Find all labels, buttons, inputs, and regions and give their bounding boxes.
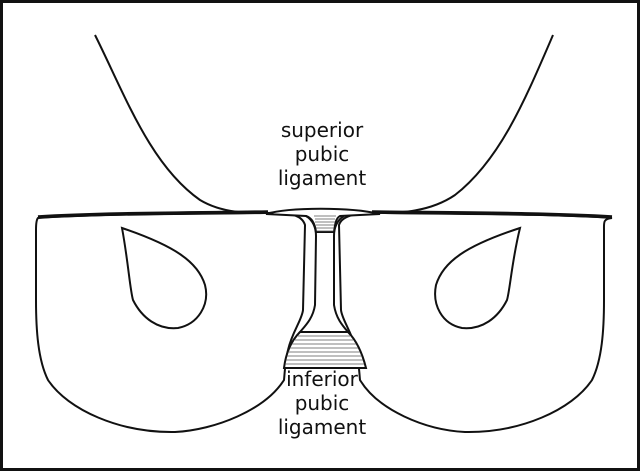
label-line: superior: [247, 118, 397, 142]
label-line: pubic: [262, 391, 382, 415]
inferior-ligament-outline: [284, 332, 366, 368]
superior-pubic-ligament-label: superior pubic ligament: [245, 118, 399, 190]
label-line: pubic: [247, 142, 397, 166]
label-line: ligament: [247, 166, 397, 190]
label-line: ligament: [262, 415, 382, 439]
inferior-pubic-ligament-label: inferior pubic ligament: [260, 367, 384, 439]
label-line: inferior: [262, 367, 382, 391]
